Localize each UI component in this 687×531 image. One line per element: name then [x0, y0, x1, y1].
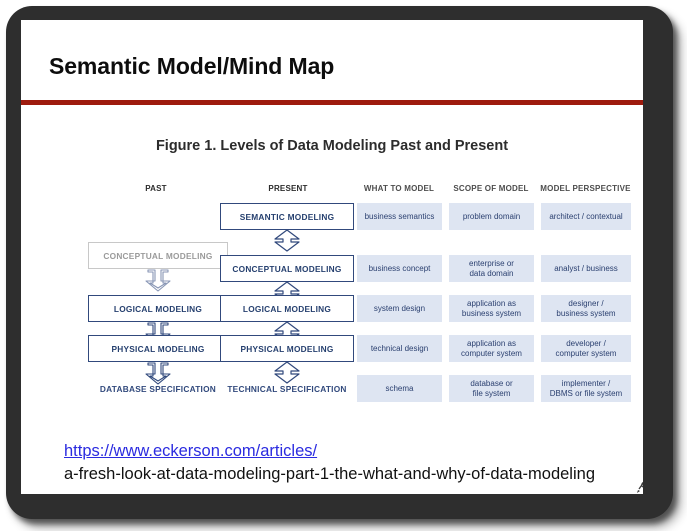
column-header-what-to-model: WHAT TO MODEL	[363, 184, 435, 193]
present-box-logical-modeling: LOGICAL MODELING	[220, 295, 354, 322]
past-box-logical-modeling: LOGICAL MODELING	[88, 295, 228, 322]
cell-model-perspective-row1: architect / contextual	[541, 203, 631, 230]
cell-scope-of-model-row1: problem domain	[449, 203, 534, 230]
cell-what-to-model-row3: system design	[357, 295, 442, 322]
cell-model-perspective-row3: designer /business system	[541, 295, 631, 322]
cell-model-perspective-row4: developer /computer system	[541, 335, 631, 362]
past-arrow-down-3	[145, 362, 171, 385]
figure-container: Figure 1. Levels of Data Modeling Past a…	[21, 108, 643, 408]
title-divider-rule	[21, 100, 643, 105]
past-box-physical-modeling: PHYSICAL MODELING	[88, 335, 228, 362]
cell-what-to-model-row5: schema	[357, 375, 442, 402]
present-box-conceptual-modeling: CONCEPTUAL MODELING	[220, 255, 354, 282]
past-arrow-down-1	[145, 269, 171, 292]
present-arrow-bidirectional-1	[274, 229, 300, 252]
slide-canvas: Semantic Model/Mind Map Figure 1. Levels…	[21, 20, 643, 494]
present-arrow-bidirectional-4	[274, 361, 300, 384]
past-box-conceptual-modeling: CONCEPTUAL MODELING	[88, 242, 228, 269]
device-frame: Semantic Model/Mind Map Figure 1. Levels…	[6, 6, 673, 519]
page-title: Semantic Model/Mind Map	[49, 53, 335, 79]
past-spec-label: DATABASE SPECIFICATION	[99, 384, 217, 394]
pen-cursor-icon	[637, 481, 643, 493]
present-box-physical-modeling: PHYSICAL MODELING	[220, 335, 354, 362]
column-header-past: PAST	[145, 184, 167, 193]
cell-what-to-model-row2: business concept	[357, 255, 442, 282]
cell-what-to-model-row1: business semantics	[357, 203, 442, 230]
column-header-scope-of-model: SCOPE OF MODEL	[453, 184, 529, 193]
column-header-model-perspective: MODEL PERSPECTIVE	[540, 184, 631, 193]
figure-caption: Figure 1. Levels of Data Modeling Past a…	[155, 138, 509, 154]
cell-model-perspective-row5: implementer /DBMS or file system	[541, 375, 631, 402]
source-link-url-line2[interactable]: a-fresh-look-at-data-modeling-part-1-the…	[64, 465, 595, 483]
present-box-semantic-modeling: SEMANTIC MODELING	[220, 203, 354, 230]
source-link[interactable]: https://www.eckerson.com/articles/ a-fre…	[64, 440, 634, 486]
column-header-present: PRESENT	[268, 184, 308, 193]
source-link-url-line1[interactable]: https://www.eckerson.com/articles/	[64, 442, 318, 460]
present-spec-label: TECHNICAL SPECIFICATION	[227, 384, 347, 394]
cell-model-perspective-row2: analyst / business	[541, 255, 631, 282]
cell-what-to-model-row4: technical design	[357, 335, 442, 362]
